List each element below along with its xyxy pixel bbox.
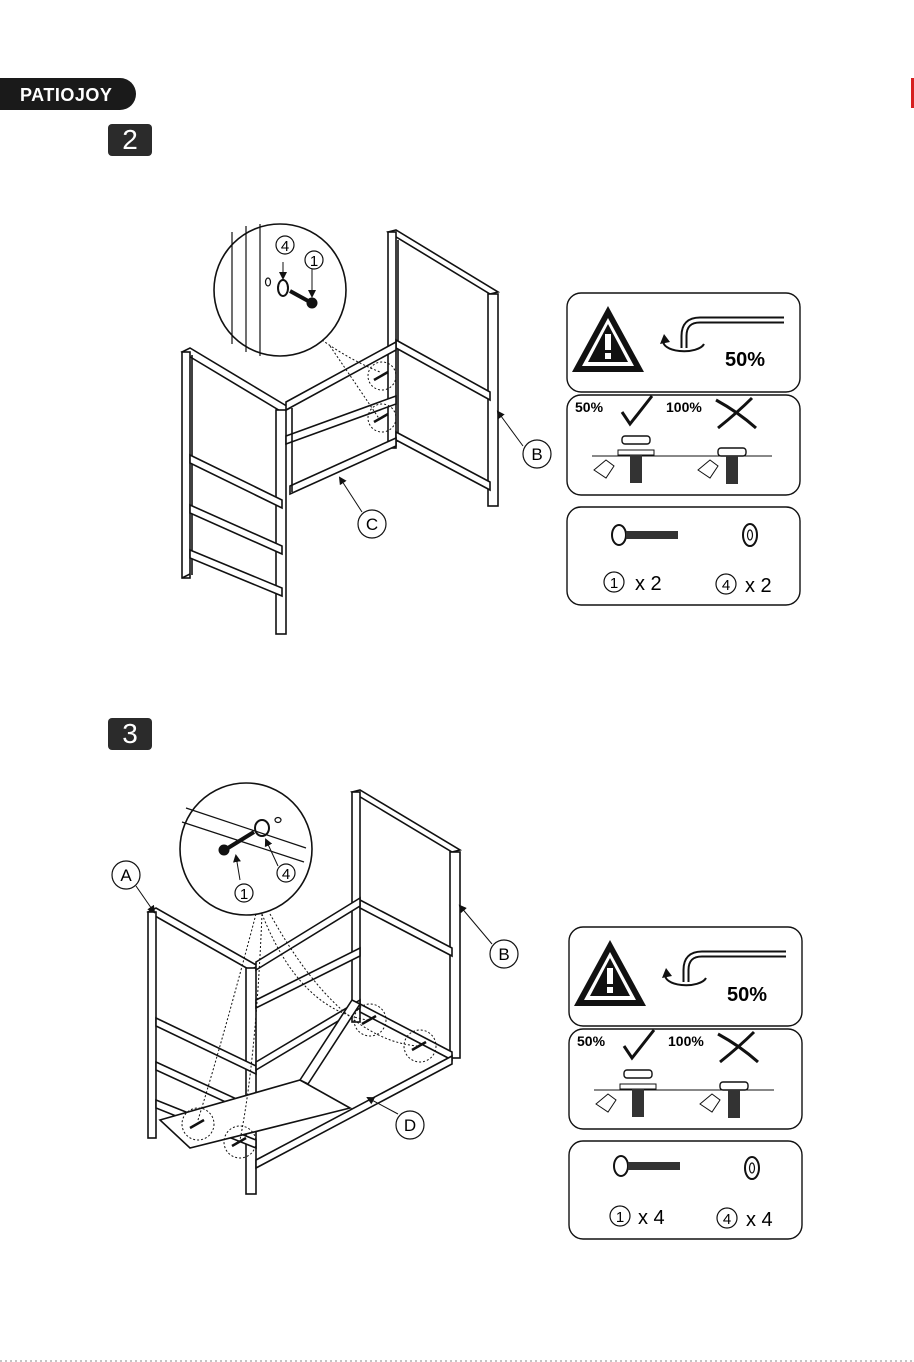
step-2-tighten-ok: 50% (575, 399, 604, 415)
step-2-tighten-panel: 50% 100% (567, 395, 800, 495)
step-3-hw-washer-id: 4 (723, 1211, 731, 1228)
step-2-part-c-label: C (366, 515, 378, 534)
step-2-hw-bolt-qty: x 2 (635, 573, 662, 595)
bolt-icon (614, 1156, 628, 1176)
step-2-hw-washer-id: 4 (722, 577, 730, 594)
step-3-tighten-ok: 50% (577, 1033, 606, 1049)
step-3-callout-bolt-id: 1 (240, 886, 248, 903)
bolt-icon (612, 525, 626, 545)
step-2-hw-washer-qty: x 2 (745, 575, 772, 597)
step-3-part-b-label: B (498, 945, 509, 964)
step-3-part-d-label: D (404, 1116, 416, 1135)
step-3-hw-bolt-qty: x 4 (638, 1207, 665, 1229)
step-3-part-a-label: A (120, 866, 132, 885)
step-2-hw-bolt-id: 1 (610, 575, 618, 592)
step-3-hw-bolt-id: 1 (616, 1209, 624, 1226)
step-2-callout-washer-id: 4 (281, 238, 289, 255)
step-3-torque-panel: 50% (569, 927, 802, 1026)
step-3-tighten-bad: 100% (668, 1033, 704, 1049)
step-3-hw-washer-qty: x 4 (746, 1209, 773, 1231)
step-2-torque-value: 50% (725, 349, 765, 371)
step-2-torque-panel: 50% (567, 293, 800, 392)
step-3-callout-washer-id: 4 (282, 866, 290, 883)
step-3-tighten-panel: 50% 100% (569, 1029, 802, 1129)
step-2-callout-bolt-id: 1 (310, 253, 318, 270)
step-3-torque-value: 50% (727, 984, 767, 1006)
step-2-detail-callout (214, 224, 396, 432)
step-2-tighten-bad: 100% (666, 399, 702, 415)
step-2-part-b-label: B (531, 445, 542, 464)
